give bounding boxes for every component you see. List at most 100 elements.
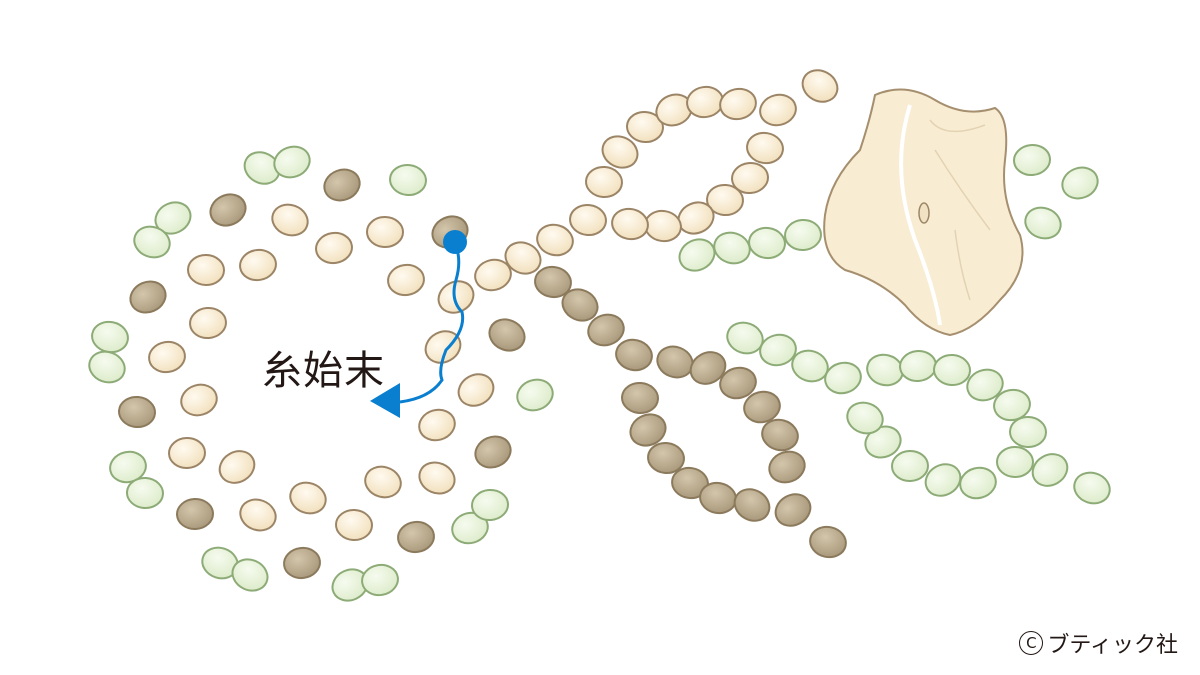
thread-start-dot — [443, 230, 467, 254]
green-bead — [846, 401, 884, 435]
cream-bead — [601, 135, 639, 169]
cream-bead — [474, 258, 512, 292]
cream-bead — [504, 241, 542, 275]
cream-bead — [626, 110, 664, 144]
green-bead — [154, 201, 192, 235]
cream-bead — [731, 161, 769, 195]
copyright-symbol: C — [1019, 631, 1044, 655]
cream-bead — [746, 131, 784, 165]
cream-bead — [801, 69, 839, 103]
cream-bead — [424, 330, 462, 364]
brown-bead — [488, 318, 526, 352]
cream-bead — [418, 461, 456, 495]
cream-bead — [569, 203, 607, 237]
brown-bead — [615, 338, 653, 372]
brown-bead — [733, 488, 771, 522]
brown-bead — [129, 280, 167, 314]
green-bead — [996, 445, 1034, 479]
green-bead — [88, 350, 126, 384]
green-bead — [126, 476, 164, 510]
flower-bead — [823, 88, 1024, 337]
brown-bead — [474, 435, 512, 469]
cream-bead — [387, 263, 425, 297]
cream-bead — [759, 93, 797, 127]
cream-bead — [168, 436, 206, 470]
cream-bead — [536, 223, 574, 257]
green-bead — [1013, 143, 1051, 177]
green-bead — [273, 145, 311, 179]
cream-bead — [611, 207, 649, 241]
green-bead — [924, 463, 962, 497]
cream-bead — [315, 231, 353, 265]
brown-bead — [587, 313, 625, 347]
green-bead — [231, 558, 269, 592]
brown-bead — [761, 418, 799, 452]
cream-bead — [239, 498, 277, 532]
green-bead — [389, 163, 427, 197]
copyright: C ブティック社 — [1019, 627, 1178, 659]
green-bead — [243, 151, 281, 185]
cream-bead — [289, 481, 327, 515]
cream-bead — [239, 248, 277, 282]
brown-bead — [629, 413, 667, 447]
green-bead — [933, 353, 971, 387]
brown-bead — [719, 366, 757, 400]
green-bead — [899, 349, 937, 383]
green-bead — [1024, 206, 1062, 240]
cream-bead — [218, 450, 256, 484]
green-bead — [966, 368, 1004, 402]
brown-bead — [176, 497, 214, 531]
green-bead — [759, 333, 797, 367]
green-bead — [713, 231, 751, 265]
cream-bead — [706, 183, 744, 217]
brown-bead — [534, 265, 572, 299]
green-bead — [361, 563, 399, 597]
green-bead — [91, 320, 129, 354]
brown-bead — [768, 450, 806, 484]
cream-bead — [585, 165, 623, 199]
thread-path — [370, 230, 467, 418]
green-bead — [471, 488, 509, 522]
green-bead — [748, 226, 786, 260]
cream-bead — [719, 87, 757, 121]
green-bead — [824, 361, 862, 395]
green-bead — [678, 238, 716, 272]
cream-bead — [644, 209, 682, 243]
brown-bead — [656, 345, 694, 379]
cream-bead — [437, 280, 475, 314]
copyright-text: ブティック社 — [1047, 633, 1178, 658]
cream-bead — [187, 253, 225, 287]
brown-bead — [621, 381, 659, 415]
brown-bead — [283, 546, 321, 580]
cream-bead — [366, 215, 404, 249]
thread-end-label: 糸始末 — [262, 348, 385, 394]
brown-bead — [689, 351, 727, 385]
cream-bead — [418, 408, 456, 442]
green-bead — [133, 225, 171, 259]
green-bead — [993, 388, 1031, 422]
green-bead — [1031, 453, 1069, 487]
thread-arrow-head — [370, 383, 400, 418]
cream-bead — [335, 508, 373, 542]
cream-bead — [148, 340, 186, 374]
green-bead — [516, 378, 554, 412]
brown-bead — [647, 441, 685, 475]
green-bead — [959, 466, 997, 500]
green-bead — [784, 218, 822, 252]
brown-bead — [809, 525, 847, 559]
brown-bead — [118, 395, 156, 429]
green-bead — [1009, 415, 1047, 449]
cream-bead — [364, 465, 402, 499]
brown-bead — [743, 390, 781, 424]
green-bead — [451, 511, 489, 545]
green-bead — [891, 449, 929, 483]
brown-bead — [209, 193, 247, 227]
green-bead — [1073, 471, 1111, 505]
cream-bead — [180, 383, 218, 417]
brown-bead — [774, 493, 812, 527]
cream-bead — [457, 373, 495, 407]
brown-bead — [323, 168, 361, 202]
cream-bead — [189, 306, 227, 340]
